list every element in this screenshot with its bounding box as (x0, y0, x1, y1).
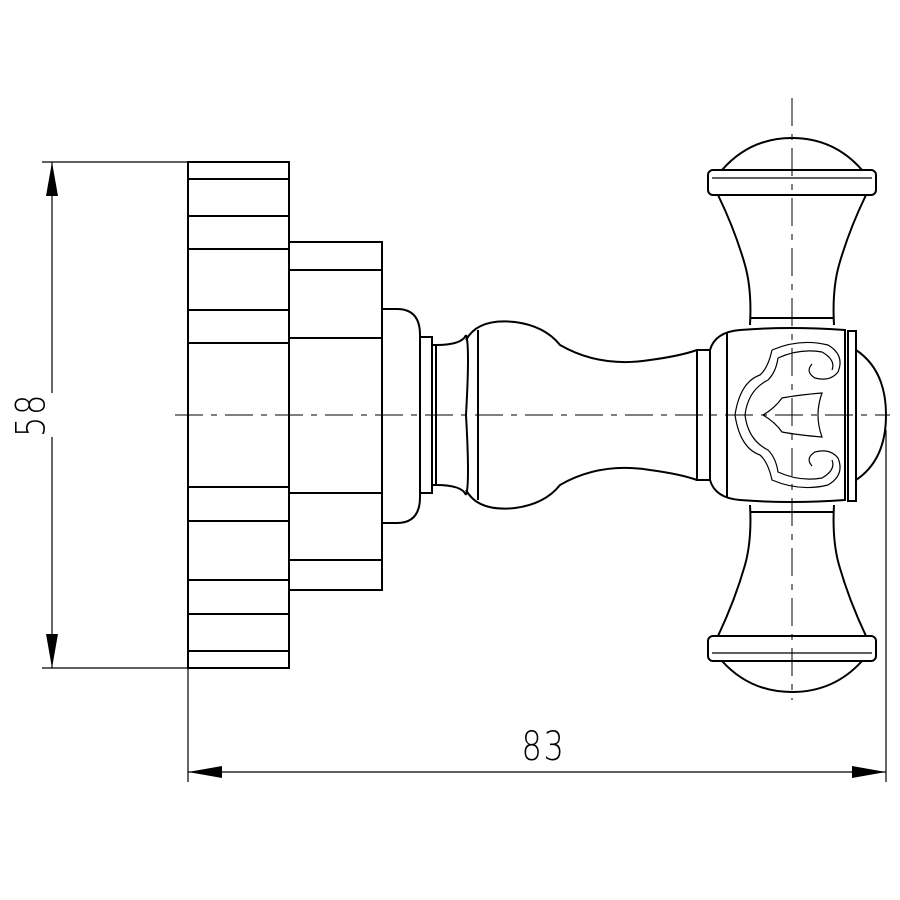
ornament (734, 341, 841, 489)
mounting-block (288, 241, 383, 591)
height-dimension (42, 161, 188, 669)
bottom-knob (707, 504, 877, 694)
width-dimension-label: 83 (516, 724, 571, 770)
hook-hub (709, 327, 888, 503)
arrow-up-icon (46, 162, 58, 196)
arrow-right-icon (852, 766, 886, 778)
top-knob (707, 136, 877, 326)
arrow-left-icon (188, 766, 222, 778)
arrow-down-icon (46, 634, 58, 668)
hook-stem (464, 320, 711, 510)
width-dimension (187, 430, 887, 782)
collar (382, 308, 467, 524)
height-dimension-label: 58 (8, 393, 55, 437)
